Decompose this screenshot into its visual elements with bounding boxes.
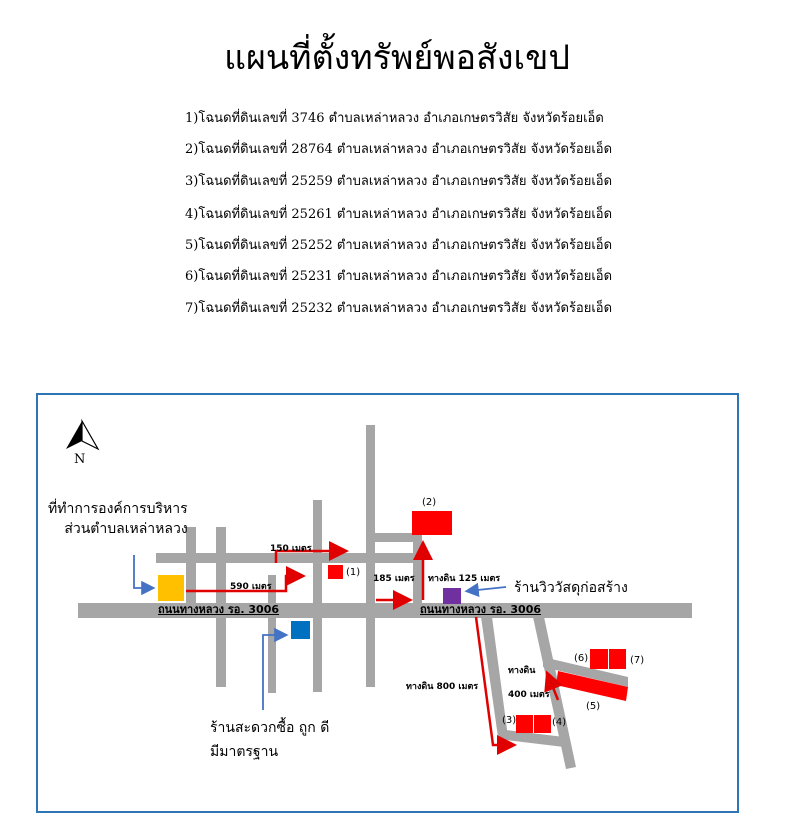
parcel-label-3: (3) (502, 715, 517, 726)
sao-office-label: ที่ทำการองค์การบริหาร ส่วนตำบลเหล่าหลวง (48, 501, 188, 537)
distance-590: 590 เมตร (230, 582, 272, 592)
side-road-horizontal (156, 553, 422, 563)
parcel-label-7: (7) (630, 655, 645, 666)
parcel-label-5: (5) (586, 701, 601, 712)
convenience-store-label-1: ร้านสะดวกซื้อ ถูก ดี (210, 720, 330, 736)
deed-line-1: 1)โฉนดที่ดินเลขที่ 3746 ตำบลเหล่าหลวง อำ… (185, 111, 604, 126)
convenience-store-marker (291, 621, 310, 639)
hardware-pointer (464, 582, 507, 598)
side-road-4 (313, 500, 322, 692)
parcel-5 (556, 671, 628, 701)
parcels (328, 511, 628, 733)
sao-office-marker (158, 575, 184, 601)
distance-150: 150 เมตร (270, 544, 312, 554)
sao-pointer (133, 555, 156, 596)
side-road-7 (413, 533, 422, 608)
page-title: แผนที่ตั้งทรัพย์พอสังเขป (224, 38, 570, 78)
parcel-7 (609, 649, 626, 669)
distance-185: 185 เมตร (373, 574, 415, 584)
deed-line-6: 6)โฉนดที่ดินเลขที่ 25231 ตำบลเหล่าหลวง อ… (185, 269, 613, 284)
route-arrow-400 (544, 670, 563, 701)
deed-line-7: 7)โฉนดที่ดินเลขที่ 25232 ตำบลเหล่าหลวง อ… (185, 301, 613, 316)
distance-800: ทางดิน 800 เมตร (406, 682, 479, 692)
north-label: N (74, 452, 85, 467)
hardware-store-marker (443, 588, 461, 604)
dirt-road-800 (481, 617, 508, 737)
parcel-label-4: (4) (552, 717, 567, 728)
parcel-2 (412, 511, 452, 535)
convenience-store-label-2: มีมาตรฐาน (210, 744, 279, 760)
highway-label-right: ถนนทางหลวง รอ. 3006 (420, 603, 542, 616)
side-road-3 (268, 575, 276, 693)
parcel-6 (590, 649, 608, 669)
side-road-2 (216, 527, 226, 687)
side-road-5 (366, 425, 375, 687)
highway-label-left: ถนนทางหลวง รอ. 3006 (158, 603, 280, 616)
parcel-1 (328, 565, 343, 579)
north-arrow-icon (66, 418, 100, 451)
deed-line-3: 3)โฉนดที่ดินเลขที่ 25259 ตำบลเหล่าหลวง อ… (185, 174, 613, 189)
side-road-6 (371, 533, 421, 542)
deed-line-4: 4)โฉนดที่ดินเลขที่ 25261 ตำบลเหล่าหลวง อ… (185, 207, 613, 222)
side-road-1 (186, 527, 196, 615)
hardware-store-label: ร้านวิววัสดุก่อสร้าง (514, 580, 628, 596)
dirt-road-east (543, 657, 628, 687)
distance-400: 400 เมตร (508, 690, 550, 700)
parcel-3 (516, 715, 533, 733)
route-arrow-150 (274, 541, 349, 563)
dirt-road-label: ทางดิน (508, 666, 536, 676)
pointer-arrows (133, 555, 507, 710)
route-arrow-590 (186, 566, 306, 593)
route-arrow-800 (474, 616, 517, 755)
parcel-label-2: (2) (422, 497, 437, 508)
parcel-4 (534, 715, 551, 733)
deed-line-5: 5)โฉนดที่ดินเลขที่ 25252 ตำบลเหล่าหลวง อ… (185, 238, 613, 253)
convenience-pointer (262, 627, 289, 710)
location-map: N (36, 393, 739, 813)
dirt-road-bottom (498, 729, 564, 747)
deed-line-2: 2)โฉนดที่ดินเลขที่ 28764 ตำบลเหล่าหลวง อ… (185, 142, 613, 157)
parcel-label-1: (1) (346, 567, 361, 578)
distance-125: ทางดิน 125 เมตร (428, 574, 501, 584)
map-canvas: N (66, 418, 692, 769)
highway-road (78, 603, 692, 618)
parcel-label-6: (6) (574, 653, 589, 664)
route-arrows (186, 540, 563, 755)
